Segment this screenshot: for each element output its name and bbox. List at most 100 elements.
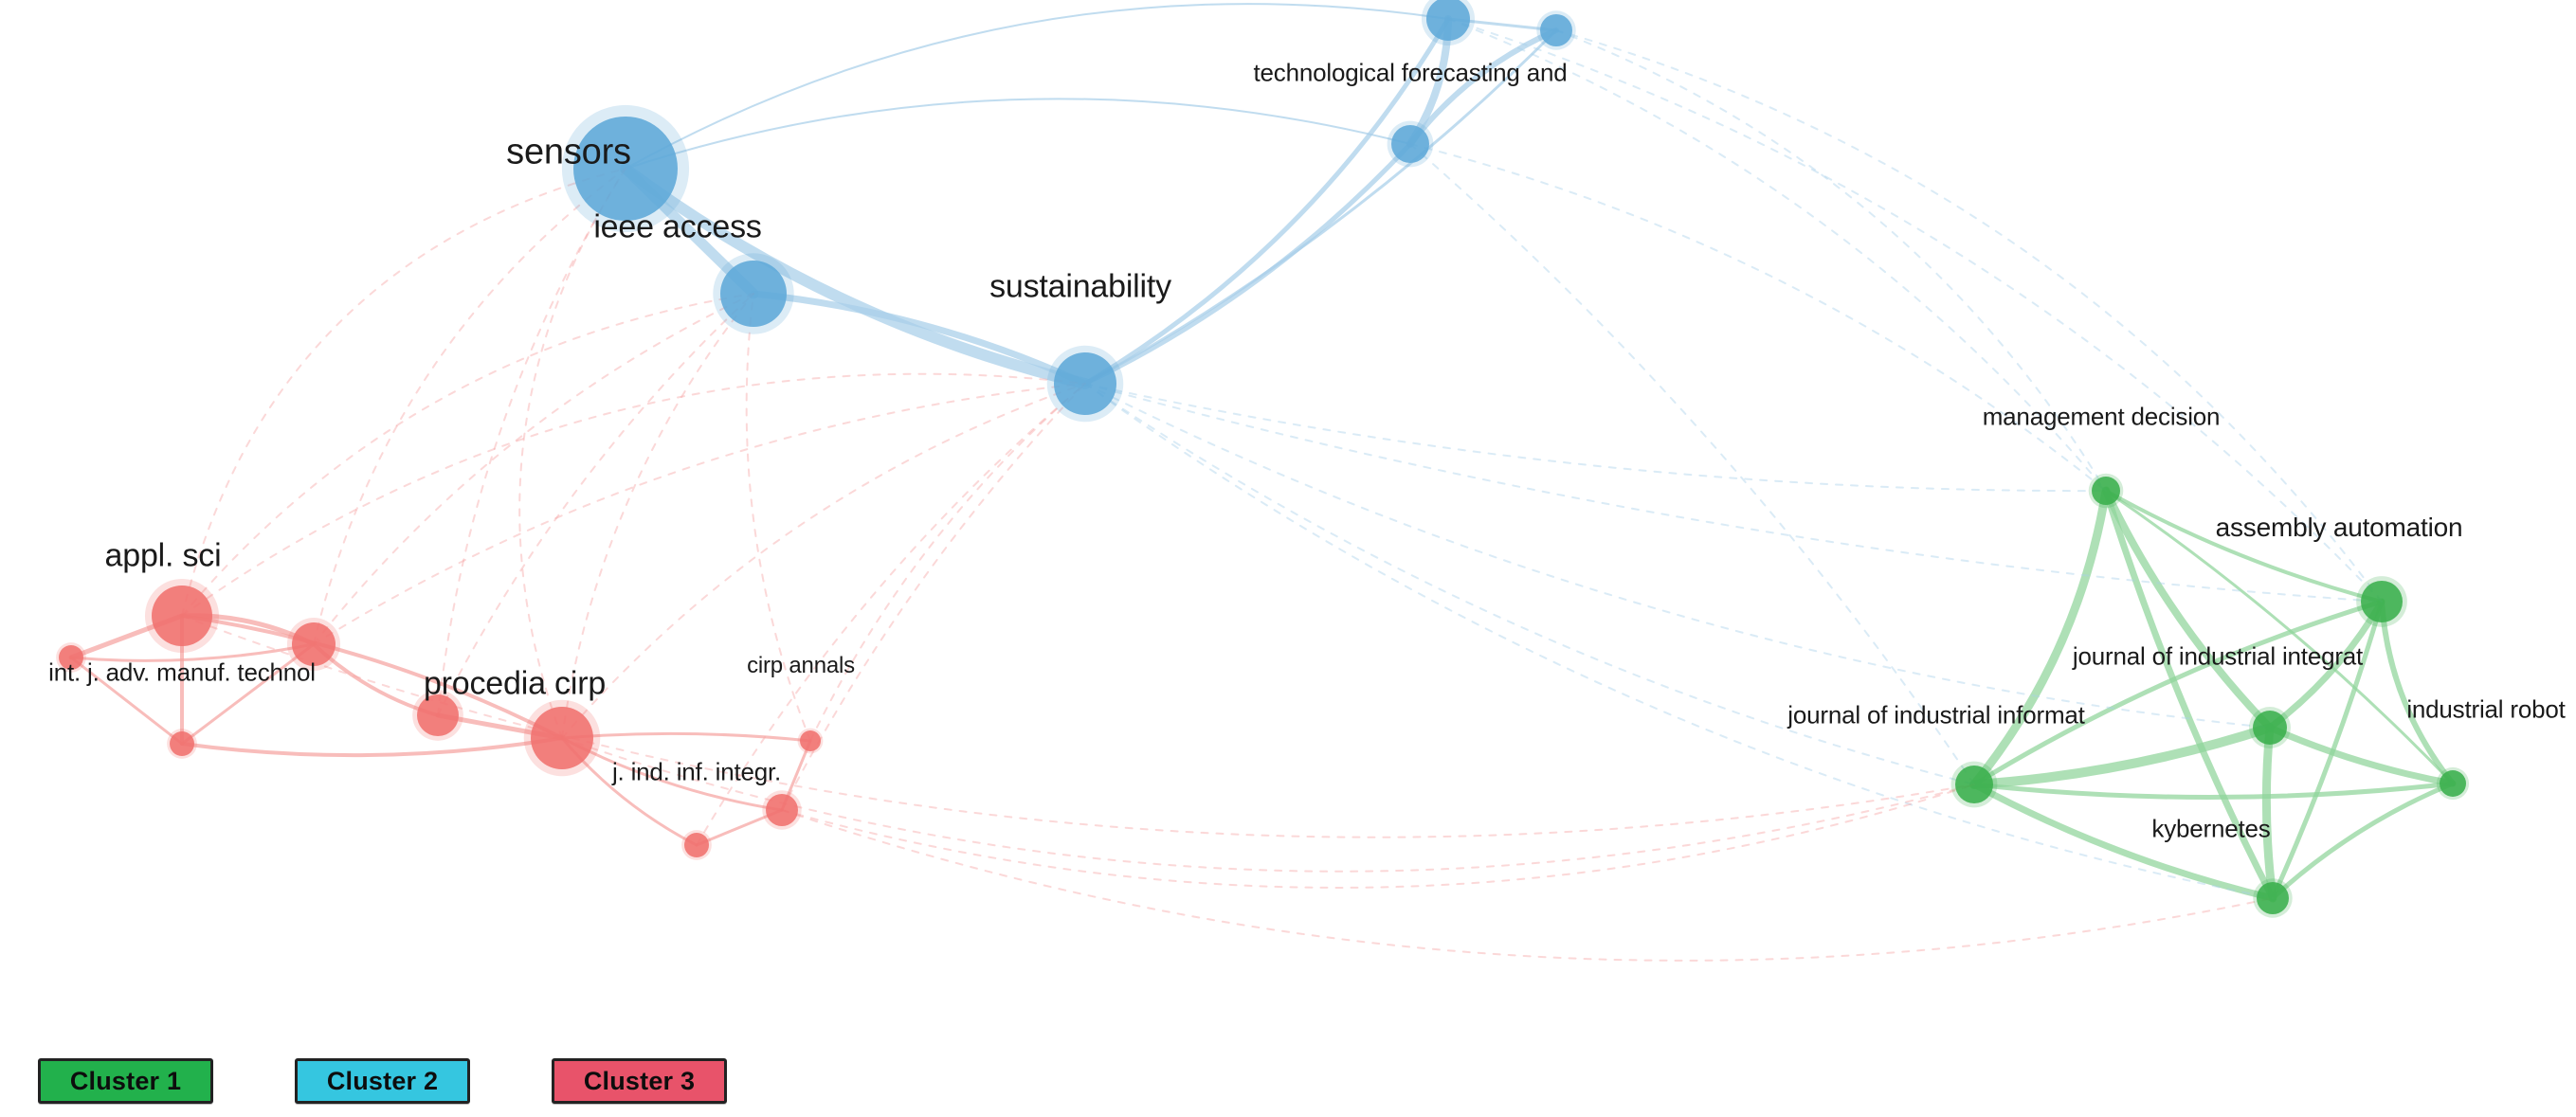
node-circle[interactable] xyxy=(2253,711,2287,745)
node-circle[interactable] xyxy=(531,707,593,769)
network-edge xyxy=(2102,487,2277,902)
network-node-research-policy[interactable] xyxy=(1421,0,1476,46)
node-circle[interactable] xyxy=(152,586,212,646)
network-edge xyxy=(181,293,754,617)
node-circle[interactable] xyxy=(720,261,787,327)
network-edge xyxy=(180,614,564,740)
node-circle[interactable] xyxy=(684,833,709,857)
legend-item-cluster-2[interactable]: Cluster 2 xyxy=(295,1058,470,1104)
network-node-sensors[interactable] xyxy=(561,104,690,233)
network-edge xyxy=(781,383,1086,811)
network-node-journal-ind-informat[interactable] xyxy=(1950,761,1998,808)
network-edge xyxy=(781,784,1975,889)
node-circle[interactable] xyxy=(2092,477,2120,505)
network-edge xyxy=(750,290,1089,387)
network-node-red-mid[interactable] xyxy=(286,617,341,672)
network-node-j-ind-inf-integr[interactable] xyxy=(681,830,712,860)
cluster-legend: Cluster 1 Cluster 2 Cluster 3 xyxy=(38,1058,727,1104)
network-edge xyxy=(2379,599,2456,786)
network-edge xyxy=(625,3,1449,170)
node-circle[interactable] xyxy=(2361,581,2403,622)
network-edge xyxy=(1084,383,1975,785)
network-edge xyxy=(781,809,2274,962)
network-node-appl-sci[interactable] xyxy=(144,578,220,654)
node-circle[interactable] xyxy=(170,731,194,756)
legend-label-cluster-3: Cluster 3 xyxy=(583,1066,696,1095)
network-edge xyxy=(437,293,754,716)
network-edge xyxy=(1971,599,2385,787)
node-circle[interactable] xyxy=(2440,770,2466,797)
network-edge xyxy=(1084,383,2107,493)
node-circle[interactable] xyxy=(417,694,459,736)
network-edge xyxy=(313,293,754,645)
network-edge xyxy=(1969,486,2111,789)
network-edge xyxy=(181,372,1086,617)
node-circle[interactable] xyxy=(766,794,798,826)
network-node-procedia-cirp[interactable] xyxy=(523,699,601,777)
network-edge xyxy=(69,656,184,746)
network-edge xyxy=(1084,383,2271,729)
network-edge xyxy=(1409,143,1975,785)
network-edge xyxy=(313,383,1086,645)
network-edge xyxy=(1083,28,1558,386)
network-edge xyxy=(620,163,1091,389)
node-circle[interactable] xyxy=(1054,352,1116,415)
edges-layer xyxy=(68,3,2457,962)
network-node-red-tiny-left[interactable] xyxy=(56,642,86,673)
network-edge xyxy=(313,168,626,645)
node-circle[interactable] xyxy=(59,645,83,670)
network-node-int-j-adv-manuf[interactable] xyxy=(167,729,197,759)
network-edge xyxy=(2266,724,2457,787)
node-circle[interactable] xyxy=(1426,0,1470,41)
node-circle[interactable] xyxy=(2257,882,2289,914)
network-node-red-lower[interactable] xyxy=(762,790,802,830)
network-node-kybernetes[interactable] xyxy=(2253,878,2293,918)
network-edge xyxy=(2270,781,2456,901)
network-edge xyxy=(1555,29,2107,492)
legend-item-cluster-3[interactable]: Cluster 3 xyxy=(552,1058,727,1104)
network-edge xyxy=(180,736,564,758)
network-edge xyxy=(181,168,626,617)
network-edge xyxy=(1969,723,2275,789)
network-edge xyxy=(2104,489,2455,785)
network-node-blue-small-right[interactable] xyxy=(1536,10,1576,50)
network-edge xyxy=(2261,723,2277,903)
network-edge xyxy=(1971,781,2456,800)
node-circle[interactable] xyxy=(573,117,678,221)
network-edge xyxy=(1407,27,1559,147)
network-edge xyxy=(561,383,1086,739)
network-edge xyxy=(181,615,1975,838)
node-circle[interactable] xyxy=(1955,766,1993,803)
node-circle[interactable] xyxy=(1540,14,1572,46)
network-edge xyxy=(560,731,812,743)
network-edge xyxy=(1084,383,2274,899)
network-edge xyxy=(69,642,316,662)
network-node-cirp-annals[interactable] xyxy=(797,728,824,754)
legend-item-cluster-1[interactable]: Cluster 1 xyxy=(38,1058,213,1104)
node-circle[interactable] xyxy=(292,622,336,666)
network-node-tech-forecasting[interactable] xyxy=(1387,120,1434,168)
network-node-red-left-proc[interactable] xyxy=(412,690,463,741)
network-edge xyxy=(437,168,626,716)
network-node-ieee-access[interactable] xyxy=(713,253,794,334)
network-edge xyxy=(2102,487,2274,731)
node-circle[interactable] xyxy=(1391,125,1429,163)
network-edge xyxy=(2104,489,2384,604)
node-circle[interactable] xyxy=(800,730,821,751)
network-edge xyxy=(1084,383,2383,603)
network-edge xyxy=(1447,18,2383,603)
network-edge xyxy=(1447,18,2107,492)
network-node-management-decision[interactable] xyxy=(2088,473,2124,509)
network-edge xyxy=(1409,143,2107,492)
nodes-layer[interactable] xyxy=(56,0,2470,918)
network-edge xyxy=(1555,29,2383,603)
network-node-journal-ind-integrat[interactable] xyxy=(2249,707,2291,748)
network-edge xyxy=(1970,781,2277,902)
network-node-sustainability[interactable] xyxy=(1046,345,1124,423)
network-node-industrial-robot[interactable] xyxy=(2436,766,2470,801)
network-edge xyxy=(745,293,811,742)
legend-label-cluster-1: Cluster 1 xyxy=(69,1066,182,1095)
network-node-assembly-automation[interactable] xyxy=(2356,576,2407,627)
